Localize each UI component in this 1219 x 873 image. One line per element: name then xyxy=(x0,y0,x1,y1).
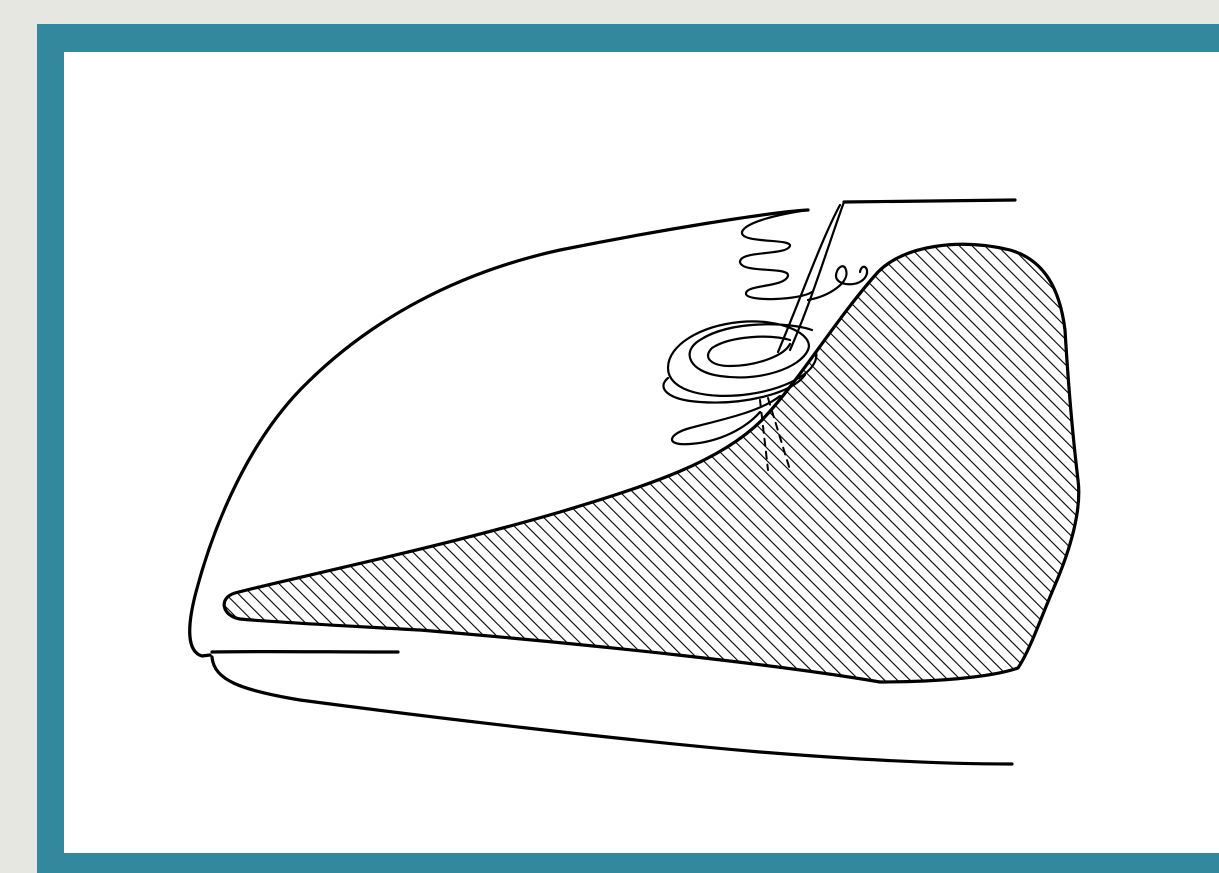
illustration xyxy=(64,52,1219,853)
suture-loops-upper xyxy=(740,210,812,299)
top-edge-line xyxy=(844,200,1015,202)
figure-canvas xyxy=(64,52,1219,853)
hatched-tissue-region xyxy=(224,244,1079,682)
